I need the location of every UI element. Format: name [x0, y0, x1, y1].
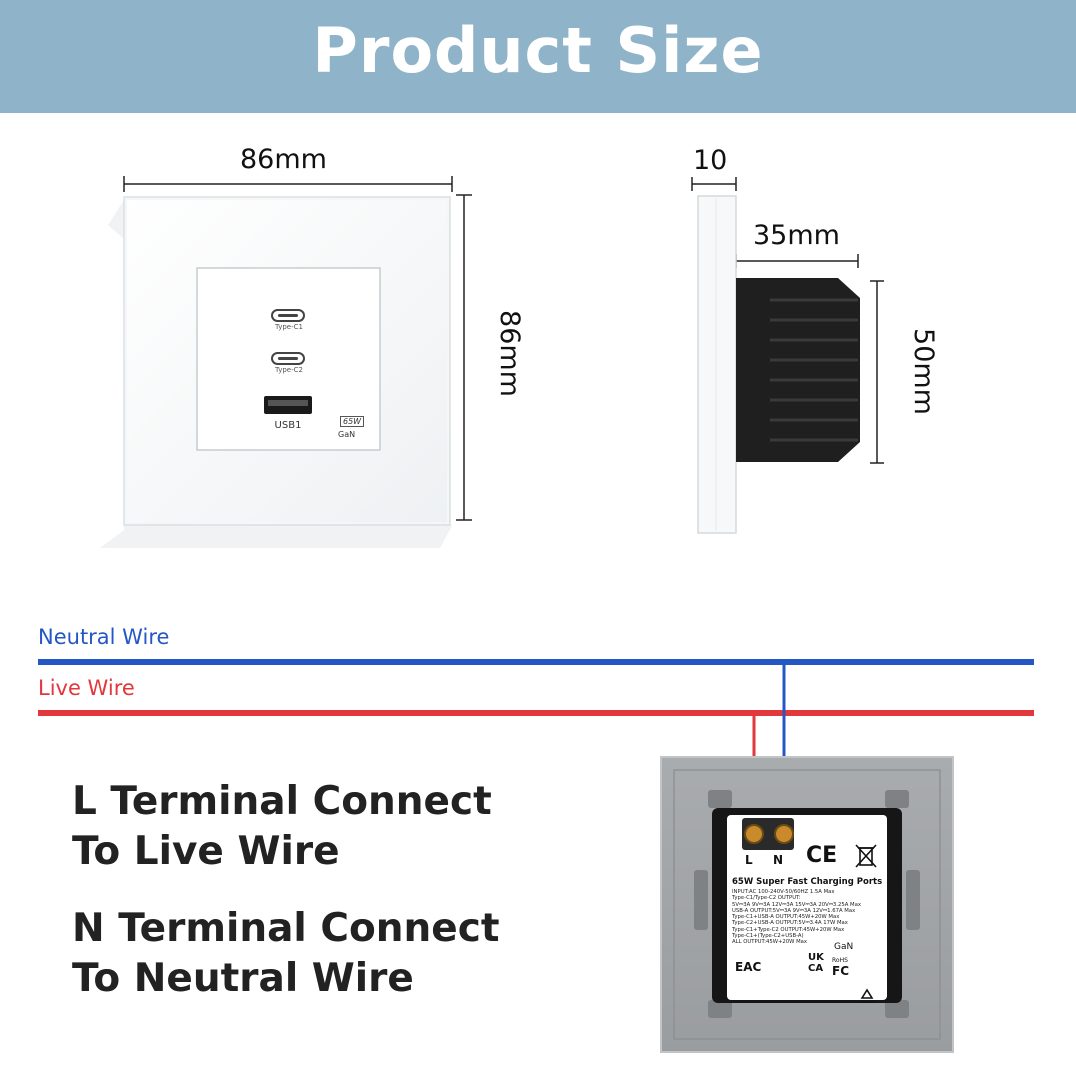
spec-line: USB-A OUTPUT:5V⎓3A 9V⎓3A 12V⎓1.67A Max: [732, 907, 856, 914]
neutral-wire-label: Neutral Wire: [38, 625, 170, 649]
spec-line: Type-C1/Type-C2 OUTPUT:: [732, 895, 801, 902]
spec-title: 65W Super Fast Charging Ports: [732, 877, 883, 887]
watt-badge: 65W: [340, 416, 365, 427]
recycle-icon: [859, 988, 875, 1003]
ukca-mark: UK CA: [808, 952, 824, 974]
side-height-label: 50mm: [907, 328, 939, 415]
rohs-mark: RoHS: [832, 957, 848, 964]
gan-badge: GaN: [338, 430, 356, 439]
ukca-line1: UK: [808, 952, 824, 963]
side-view: [691, 177, 884, 534]
eac-mark: EAC: [735, 960, 762, 974]
n-terminal-label: N: [773, 853, 784, 867]
live-wire-line: [38, 710, 1034, 716]
page-title: Product Size: [312, 14, 764, 87]
side-body-depth-label: 35mm: [753, 220, 840, 251]
weee-bin-icon: [855, 844, 877, 868]
front-view: [100, 176, 472, 548]
l-terminal: [744, 824, 764, 844]
spec-label: [727, 815, 887, 1000]
type-c2-label: Type-C2: [275, 366, 303, 374]
l-instruction-line2: To Live Wire: [72, 829, 340, 874]
side-body: [736, 278, 860, 462]
l-instruction-line1: L Terminal Connect: [72, 779, 492, 824]
n-terminal: [774, 824, 794, 844]
spec-line: Type-C1+Type-C2 OUTPUT:45W+20W Max: [732, 926, 845, 933]
header-banner: Product Size: [0, 0, 1076, 113]
spec-line: INPUT:AC 100-240V-50/60HZ 1.5A Max: [732, 889, 835, 895]
back-view: [660, 756, 954, 1053]
side-depth-label: 10: [693, 145, 728, 176]
side-plate: [697, 195, 737, 534]
l-terminal-instruction: L Terminal Connect To Live Wire: [72, 777, 492, 877]
live-wire-label: Live Wire: [38, 676, 135, 700]
spec-line: ALL OUTPUT:45W+20W Max: [732, 939, 808, 946]
n-instruction-line2: To Neutral Wire: [72, 956, 414, 1001]
type-c1-label: Type-C1: [275, 323, 303, 331]
gan-mark: GaN: [834, 942, 854, 952]
l-terminal-label: L: [745, 853, 753, 867]
fc-mark: FC: [832, 964, 850, 978]
spec-line: 5V⎓3A 9V⎓3A 12V⎓3A 15V⎓3A 20V⎓3.25A Max: [732, 901, 861, 908]
ukca-line2: CA: [808, 963, 824, 974]
usb1-label: USB1: [274, 420, 302, 431]
spec-line: Type-C1+(Type-C2+USB-A): [732, 933, 804, 940]
n-terminal-instruction: N Terminal Connect To Neutral Wire: [72, 904, 500, 1004]
spec-line: Type-C1+USB-A OUTPUT:45W+20W Max: [732, 914, 840, 921]
neutral-wire-line: [38, 659, 1034, 665]
front-width-label: 86mm: [240, 144, 327, 175]
spec-line: Type-C2+USB-A OUTPUT:5V⎓3.4A 17W Max: [732, 920, 848, 927]
n-instruction-line1: N Terminal Connect: [72, 906, 500, 951]
ce-mark: CE: [806, 843, 838, 868]
front-height-label: 86mm: [493, 310, 525, 397]
